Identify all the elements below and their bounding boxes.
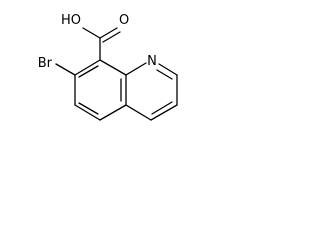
bond-c8a-n1: [125, 62, 147, 76]
bond-c3-c4: [150, 104, 178, 121]
bond-c8a-c8: [99, 59, 127, 76]
bond-c3-c4-inner: [151, 101, 173, 115]
bond-c6-c5: [74, 104, 101, 121]
bond-c6-c5-inner: [78, 102, 99, 115]
hydroxyl-label: HO: [61, 13, 81, 28]
ring-nitrogen-label: N: [147, 54, 157, 69]
bond-c4-c4a: [125, 104, 152, 121]
bond-c5-c4a: [99, 104, 127, 121]
bond-c8-c7: [74, 59, 101, 76]
bond-c7-bromine: [55, 63, 76, 76]
bromine-label: Br: [38, 56, 53, 71]
bond-carboxyl-hydroxyl: [82, 27, 101, 39]
bond-n1-c2-inner: [156, 69, 173, 80]
bond-carboxyl-carbonyl-b: [102, 31, 121, 43]
bond-c8-c7-inner: [78, 65, 99, 78]
carbonyl-oxygen-label: O: [119, 13, 129, 28]
bond-n1-c2: [158, 63, 178, 76]
molecule-structure: HO O Br N: [38, 13, 178, 121]
bond-carboxyl-carbonyl-a: [99, 27, 118, 39]
